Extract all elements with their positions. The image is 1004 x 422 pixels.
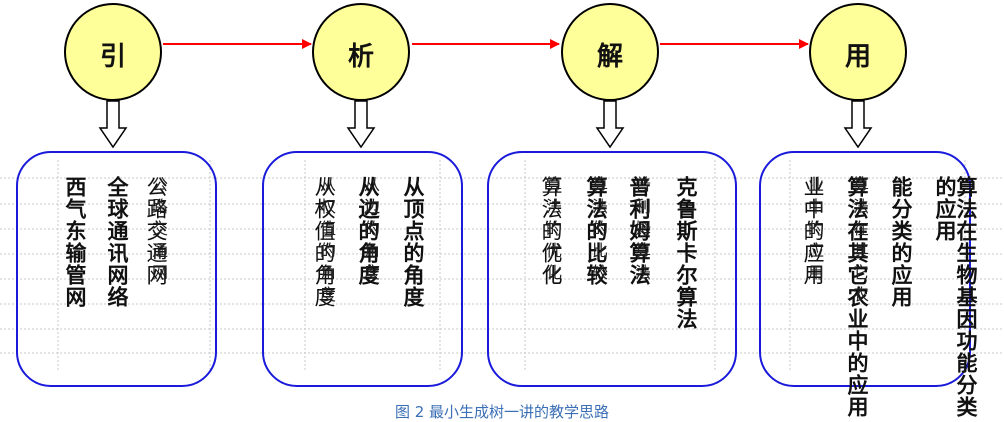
content-box-3 [487, 151, 737, 387]
down-arrow-1 [98, 100, 128, 149]
box3-text-kruskal: 克鲁斯卡尔算法 [674, 176, 698, 330]
box1-text-xiqidongshu: 西气东输管网 [63, 176, 87, 308]
box2-overlay-bian: 从边的角度 [361, 176, 380, 286]
box2-text-quanzhi: 从权值的角度 [312, 176, 336, 308]
box3-overlay-prim: 普利姆算法 [632, 176, 651, 286]
stage-label-jie: 解 [596, 42, 623, 72]
box4-overlay-yezhong: 业中的应用 [805, 176, 824, 286]
box3-text-youhua: 算法的优化 [539, 176, 563, 286]
content-box-4 [759, 151, 971, 387]
stage-label-yong: 用 [844, 42, 871, 72]
content-box-2 [262, 151, 463, 387]
figure-caption: 图 2 最小生成树一讲的教学思路 [394, 403, 610, 421]
stage-circle-4 [809, 3, 907, 101]
box1-text-gonglu: 公路交通网 [144, 176, 168, 286]
stage-circle-1 [64, 3, 162, 101]
box3-text-bijiao: 算法的比较 [584, 176, 608, 286]
down-arrow-3 [595, 100, 625, 149]
box3-text-prim: 普利姆算法 [627, 176, 651, 286]
box4-text-yezhong: 业中的应用 [801, 176, 825, 286]
stage-circles [64, 3, 907, 101]
box2-overlay-quanzhi: 从权值的角度 [317, 176, 336, 308]
content-box-1 [16, 151, 217, 387]
stage-circle-3 [561, 3, 659, 101]
stage-circle-2 [312, 3, 410, 101]
box4-text-nongye: 算法在其它农业中的应用 [845, 176, 869, 418]
down-arrows [98, 100, 873, 149]
box1-overlay-gonglu: 公路交通网 [149, 176, 168, 286]
stage-label-xi: 析 [347, 42, 374, 72]
box4-overlay-nongye: 算法在其它农 [850, 176, 869, 308]
down-arrow-2 [346, 100, 376, 149]
box3-overlay-youhua: 算法的优化 [543, 176, 562, 286]
box4-text-shengwu: 算法在生物基因功能分类的应用 [933, 176, 978, 418]
box3-overlay-bijiao: 算法的比较 [589, 176, 608, 286]
box2-text-bian: 从边的角度 [356, 176, 380, 286]
background-grid [0, 160, 1004, 372]
box2-text-dingdian: 从顶点的角度 [401, 176, 425, 308]
down-arrow-4 [843, 100, 873, 149]
content-boxes [16, 151, 971, 387]
box4-text-fenlei: 能分类的应用 [889, 176, 913, 308]
stage-label-yin: 引 [99, 42, 126, 72]
box1-text-quanqiu: 全球通讯网络 [105, 176, 129, 308]
